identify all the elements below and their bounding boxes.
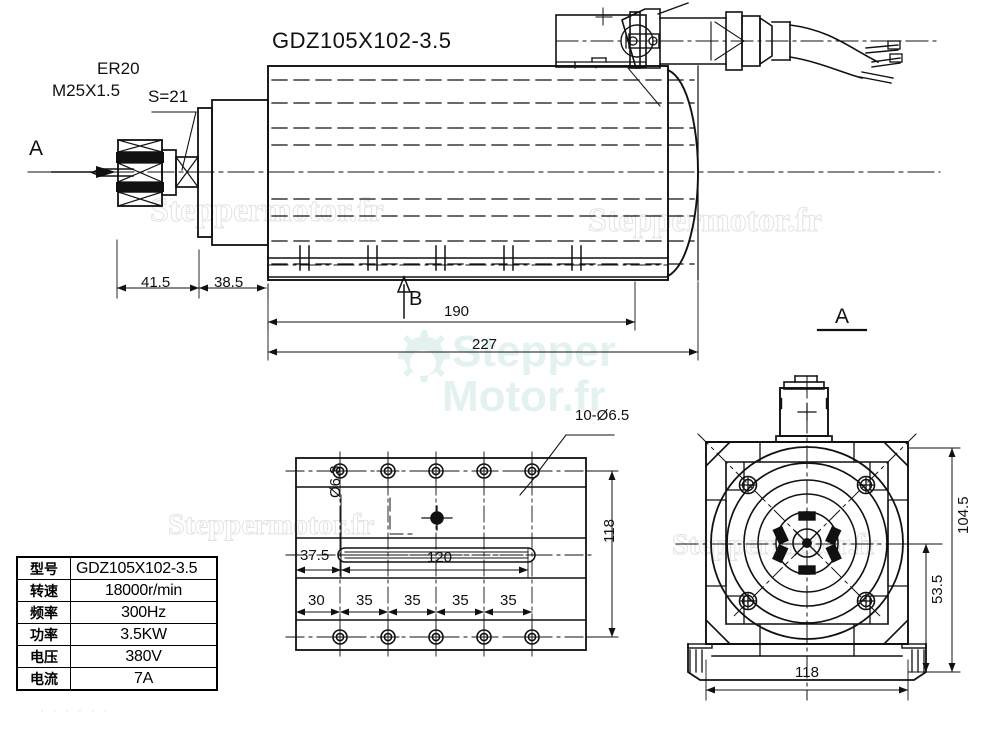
spanner-size-label: S=21 — [148, 87, 189, 106]
spec-value: 3.5KW — [70, 623, 218, 646]
dim-body-length: 190 — [444, 303, 470, 320]
dim-overall-length: 227 — [472, 336, 498, 353]
dim-slot-offset: 37.5 — [300, 547, 330, 564]
spec-value: 18000r/min — [70, 579, 218, 602]
dim-hole-pitch-3: 35 — [452, 592, 469, 609]
section-a-right-label: A — [835, 305, 850, 328]
spec-key: 型号 — [16, 556, 71, 580]
spec-value: 7A — [70, 667, 218, 691]
spec-key: 功率 — [16, 623, 71, 646]
spec-key: 电流 — [16, 667, 71, 691]
dim-plate-width: 118 — [601, 519, 618, 543]
spec-value: 380V — [70, 645, 218, 668]
spec-value: GDZ105X102-3.5 — [70, 556, 218, 580]
table-footer-faint: · · · · · · — [40, 705, 111, 717]
dim-slot-length: 120 — [427, 549, 453, 566]
section-arrow-a-left-label: A — [29, 137, 44, 160]
spec-key: 频率 — [16, 601, 71, 624]
spec-value: 300Hz — [70, 601, 218, 624]
dim-nose-length: 41.5 — [141, 274, 171, 291]
section-arrow-b-label: B — [409, 288, 423, 310]
drawing-title: GDZ105X102-3.5 — [272, 28, 452, 53]
keyway-callout-label: Ø6.3 — [327, 465, 344, 498]
dim-hole-pitch-2: 35 — [404, 592, 421, 609]
spec-key: 电压 — [16, 645, 71, 668]
dim-foot-height: 53.5 — [929, 574, 946, 604]
hole-callout-label: 10-Ø6.5 — [575, 407, 630, 424]
dim-hole-pitch-1: 35 — [356, 592, 373, 609]
dim-flange-length: 38.5 — [214, 274, 244, 291]
thread-label: M25X1.5 — [52, 81, 121, 100]
dim-hole-pitch-4: 35 — [500, 592, 517, 609]
dim-center-height: 104.5 — [955, 496, 972, 534]
dim-body-width: 118 — [795, 664, 819, 681]
collet-label: ER20 — [97, 59, 140, 78]
spec-key: 转速 — [16, 579, 71, 602]
dim-hole-edge: 30 — [308, 592, 325, 609]
